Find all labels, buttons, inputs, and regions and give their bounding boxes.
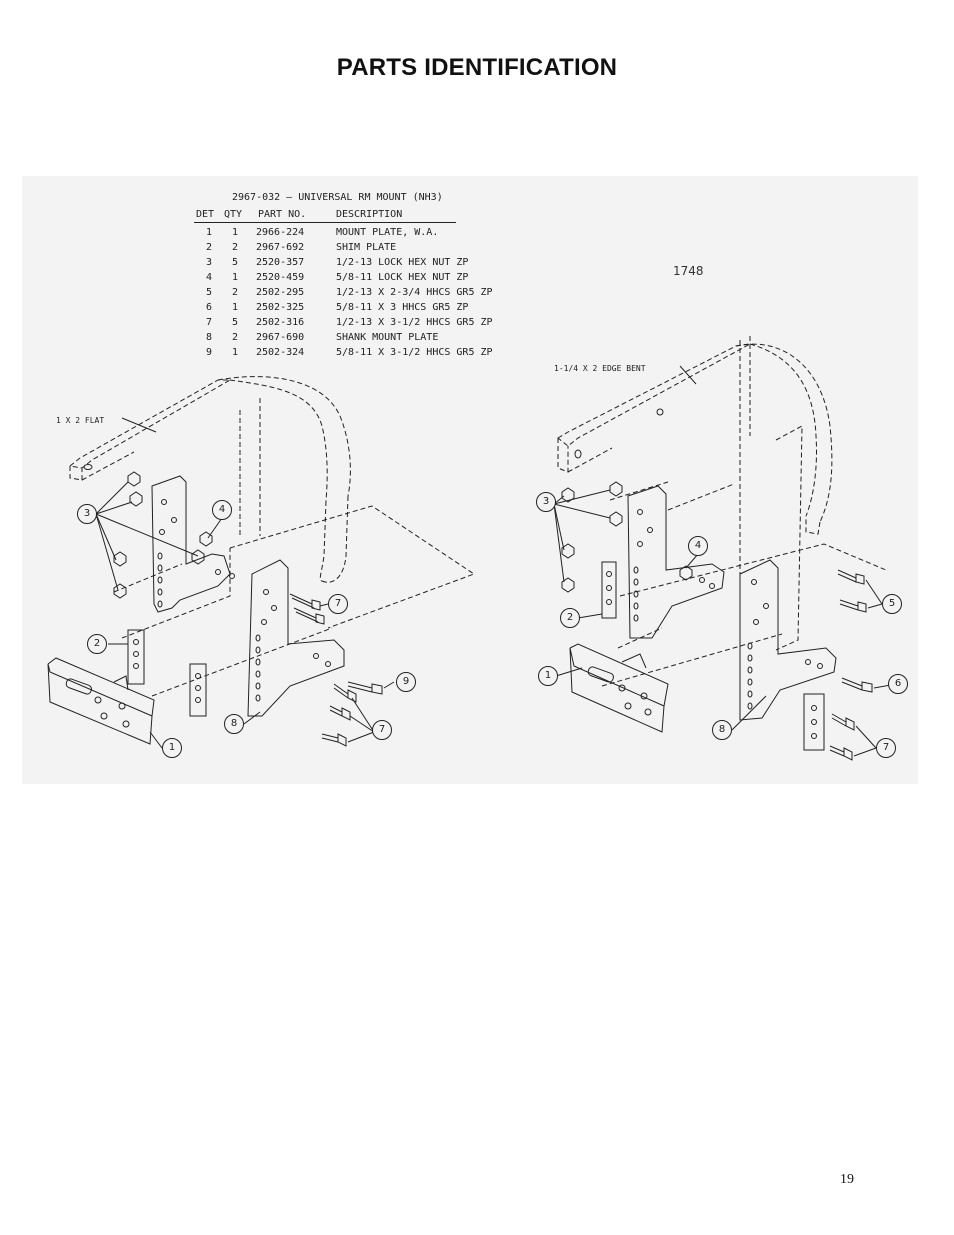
row-det: 6 [206, 302, 213, 313]
right-stock-label: 1-1/4 X 2 EDGE BENT [554, 364, 646, 373]
callout-left-9: 9 [396, 672, 416, 692]
row-part-no: 2502-316 [256, 317, 305, 328]
header-description: DESCRIPTION [336, 209, 403, 220]
callout-right-1: 1 [538, 666, 558, 686]
left-shank-hole [83, 464, 93, 470]
left-bolts [289, 593, 383, 747]
right-shim-plate [601, 561, 617, 619]
row-description: 5/8-11 X 3-1/2 HHCS GR5 ZP [336, 347, 493, 358]
callout-left-2: 2 [87, 634, 107, 654]
left-rear-bracket [151, 475, 235, 613]
callout-right-7: 7 [876, 738, 896, 758]
callout-right-5: 5 [882, 594, 902, 614]
row-qty: 1 [232, 302, 239, 313]
row-det: 9 [206, 347, 213, 358]
row-qty: 2 [232, 332, 239, 343]
right-front-bracket [739, 559, 837, 721]
callout-left-7b: 7 [372, 720, 392, 740]
row-description: 1/2-13 LOCK HEX NUT ZP [336, 257, 469, 268]
callout-left-3: 3 [77, 504, 97, 524]
callout-left-4: 4 [212, 500, 232, 520]
header-det: DET [196, 209, 215, 220]
row-qty: 5 [232, 257, 239, 268]
callout-right-6: 6 [888, 674, 908, 694]
table-row: 5 2 2502-295 1/2-13 X 2-3/4 HHCS GR5 ZP [194, 287, 514, 302]
left-shank [68, 376, 476, 697]
table-row: 8 2 2967-690 SHANK MOUNT PLATE [194, 332, 514, 347]
row-det: 5 [206, 287, 213, 298]
row-description: 5/8-11 X 3 HHCS GR5 ZP [336, 302, 469, 313]
row-part-no: 2967-692 [256, 242, 305, 253]
table-row: 7 5 2502-316 1/2-13 X 3-1/2 HHCS GR5 ZP [194, 317, 514, 332]
drawing-number: 1748 [673, 264, 704, 278]
callout-right-4: 4 [688, 536, 708, 556]
row-part-no: 2967-690 [256, 332, 305, 343]
callout-left-8: 8 [224, 714, 244, 734]
table-row: 1 1 2966-224 MOUNT PLATE, W.A. [194, 227, 514, 242]
header-qty: QTY [224, 209, 243, 220]
callout-right-8: 8 [712, 720, 732, 740]
row-det: 1 [206, 227, 213, 238]
left-stock-label: 1 X 2 FLAT [56, 416, 105, 425]
row-qty: 2 [232, 242, 239, 253]
left-front-shim [189, 663, 207, 717]
row-description: 1/2-13 X 3-1/2 HHCS GR5 ZP [336, 317, 493, 328]
right-shank-hole-2 [656, 408, 664, 416]
row-description: SHIM PLATE [336, 242, 397, 253]
row-det: 2 [206, 242, 213, 253]
callout-right-3: 3 [536, 492, 556, 512]
row-qty: 1 [232, 227, 239, 238]
left-front-bracket [247, 559, 345, 717]
right-shank-hole [574, 449, 582, 459]
drawing-linework [47, 336, 897, 761]
row-description: MOUNT PLATE, W.A. [336, 227, 439, 238]
callout-left-1: 1 [162, 738, 182, 758]
right-rear-bracket [627, 485, 725, 639]
left-mount-plate [47, 657, 155, 745]
row-det: 8 [206, 332, 213, 343]
row-description: SHANK MOUNT PLATE [336, 332, 439, 343]
table-row: 2 2 2967-692 SHIM PLATE [194, 242, 514, 257]
table-row: 9 1 2502-324 5/8-11 X 3-1/2 HHCS GR5 ZP [194, 347, 514, 362]
table-row: 3 5 2520-357 1/2-13 LOCK HEX NUT ZP [194, 257, 514, 272]
right-leader-lines [553, 489, 897, 757]
row-qty: 1 [232, 272, 239, 283]
row-qty: 2 [232, 287, 239, 298]
right-front-shim [803, 693, 825, 751]
callout-right-2: 2 [560, 608, 580, 628]
row-part-no: 2520-357 [256, 257, 305, 268]
row-qty: 5 [232, 317, 239, 328]
row-qty: 1 [232, 347, 239, 358]
header-part-no: PART NO. [258, 209, 307, 220]
row-part-no: 2502-324 [256, 347, 305, 358]
row-part-no: 2520-459 [256, 272, 305, 283]
row-description: 5/8-11 LOCK HEX NUT ZP [336, 272, 469, 283]
right-stock-leader [679, 365, 697, 385]
exploded-parts-drawing: 2967-032 – UNIVERSAL RM MOUNT (NH3) DET … [22, 176, 918, 784]
left-stock-leader [121, 417, 157, 433]
right-mount-plate [569, 643, 669, 733]
table-row: 6 1 2502-325 5/8-11 X 3 HHCS GR5 ZP [194, 302, 514, 317]
page-number: 19 [840, 1172, 854, 1187]
row-part-no: 2966-224 [256, 227, 305, 238]
left-leader-lines [95, 481, 395, 749]
row-det: 7 [206, 317, 213, 328]
callout-left-7a: 7 [328, 594, 348, 614]
right-bolts [829, 569, 873, 761]
table-row: 4 1 2520-459 5/8-11 LOCK HEX NUT ZP [194, 272, 514, 287]
header-rule [194, 222, 456, 223]
parts-table-title: 2967-032 – UNIVERSAL RM MOUNT (NH3) [232, 192, 443, 203]
row-part-no: 2502-295 [256, 287, 305, 298]
left-shim-plate [127, 629, 145, 685]
page-title: PARTS IDENTIFICATION [336, 54, 618, 81]
right-shank [557, 336, 887, 687]
right-lock-nuts [561, 481, 693, 593]
row-det: 4 [206, 272, 213, 283]
row-det: 3 [206, 257, 213, 268]
left-lock-nuts [113, 471, 213, 599]
row-part-no: 2502-325 [256, 302, 305, 313]
row-description: 1/2-13 X 2-3/4 HHCS GR5 ZP [336, 287, 493, 298]
